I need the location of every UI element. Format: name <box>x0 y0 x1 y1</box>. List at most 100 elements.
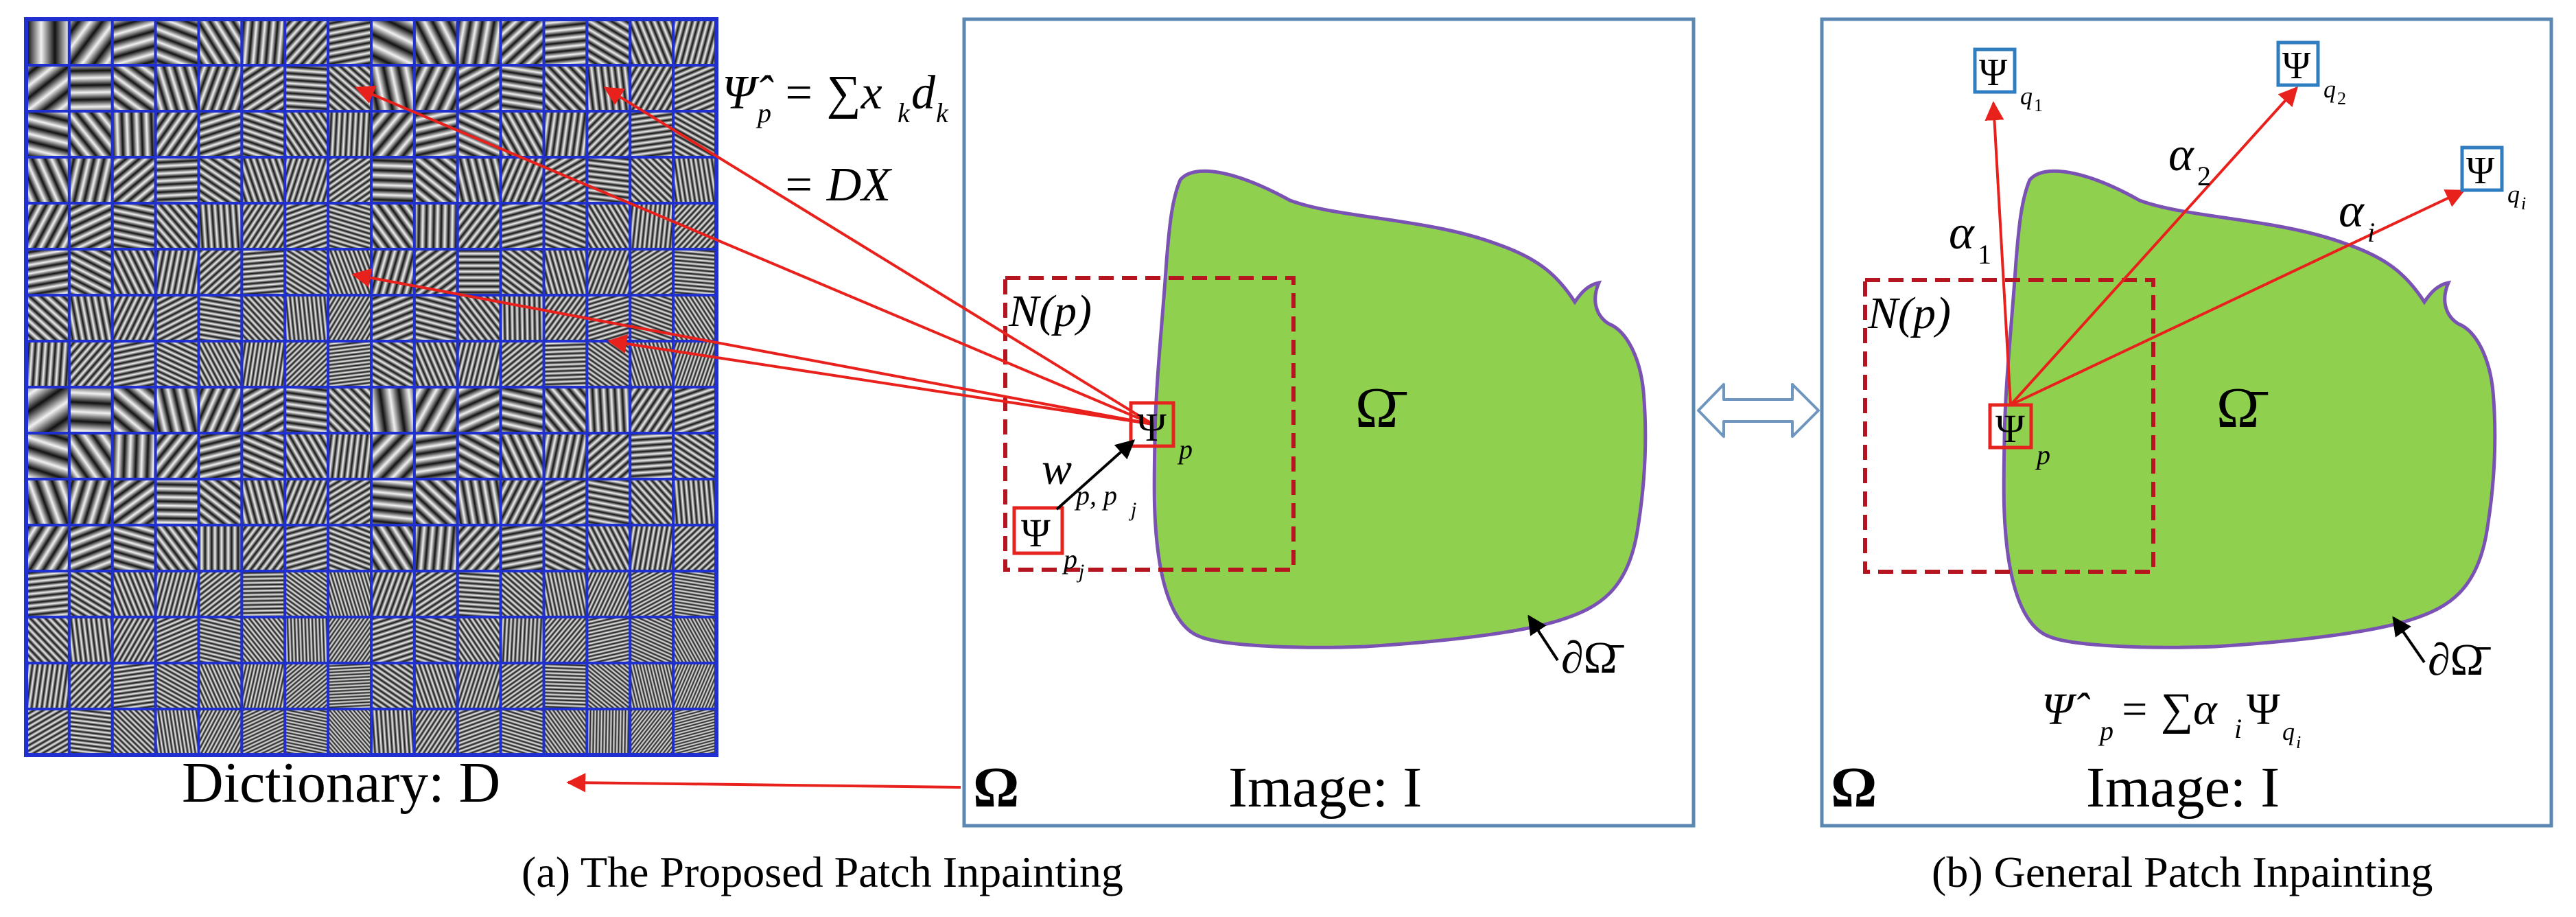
dictionary-atom <box>110 64 157 113</box>
dictionary-atom <box>672 156 718 205</box>
dictionary-atom <box>542 432 589 480</box>
dictionary-atom <box>197 202 244 251</box>
target-q2-sub: q <box>2323 76 2336 103</box>
panel-b-boundary-label: ∂Ω̄ <box>2428 635 2492 685</box>
target-q1-box <box>1973 47 2017 94</box>
dictionary-atom <box>370 202 416 251</box>
panel-a-weight-arrow <box>1055 439 1136 511</box>
dictionary-atom <box>67 524 114 572</box>
alpha-1-sub: 1 <box>1978 239 1991 270</box>
dictionary-atom <box>672 340 718 388</box>
dictionary-atom <box>67 616 114 664</box>
dictionary-atom <box>629 708 675 756</box>
dictionary-atom <box>197 616 244 664</box>
dictionary-atom <box>67 248 114 297</box>
dictionary-atom <box>67 478 114 526</box>
panel-b-formula-lhs: Ψ̂ <box>2041 684 2090 734</box>
panel-a-neighborhood <box>1003 276 1296 572</box>
dictionary-atom <box>412 708 459 756</box>
dictionary-atom <box>370 110 416 159</box>
dictionary-atom <box>110 662 157 710</box>
dictionary-atom <box>240 662 287 710</box>
dictionary-atom <box>585 248 632 297</box>
dictionary-atom <box>154 64 200 113</box>
panel-a-dictionary-arrows <box>351 85 1154 426</box>
dictionary-frame <box>24 17 718 757</box>
dictionary-atom <box>197 478 244 526</box>
dictionary-atom <box>327 156 373 205</box>
dictionary-atom <box>499 524 546 572</box>
dictionary-atom <box>67 708 114 756</box>
dictionary-atom <box>585 432 632 480</box>
dictionary-atom <box>25 340 71 388</box>
dictionary-atom <box>585 478 632 526</box>
panel-b-boundary-arrow <box>2392 616 2426 664</box>
panel-b-neighborhood <box>1863 278 2155 574</box>
dictionary-atom <box>240 18 287 67</box>
dictionary-atom <box>672 248 718 297</box>
dictionary-atom <box>585 662 632 710</box>
dictionary-atom <box>327 386 373 434</box>
dictionary-atom <box>154 662 200 710</box>
dictionary-atom <box>499 340 546 388</box>
panel-a-weight-symbol: w <box>1042 444 1072 494</box>
arrow-to-atom-2 <box>603 86 1154 426</box>
dictionary-atom <box>67 294 114 343</box>
dictionary-atom <box>456 248 502 297</box>
dictionary-atom <box>110 524 157 572</box>
dictionary-atom <box>456 662 502 710</box>
dictionary-atom <box>629 478 675 526</box>
dictionary-atom <box>283 110 330 159</box>
dictionary-atom <box>67 386 114 434</box>
target-q1-sub: q <box>2020 82 2033 110</box>
dictionary-atom <box>154 202 200 251</box>
dictionary-atom <box>327 202 373 251</box>
dictionary-atom <box>197 294 244 343</box>
dictionary-atom <box>412 662 459 710</box>
dictionary-atom <box>154 340 200 388</box>
dictionary-atom <box>542 616 589 664</box>
panel-a-image-label: Image: I <box>1228 756 1422 820</box>
dictionary-atom <box>240 708 287 756</box>
panel-a-weight-subsub: j <box>1128 498 1136 521</box>
dictionary-atom <box>585 202 632 251</box>
dictionary-atom <box>110 432 157 480</box>
dictionary-atom <box>585 524 632 572</box>
dictionary-atom <box>456 478 502 526</box>
panel-a-neighborhood-label: N(p) <box>1008 286 1092 336</box>
panel-b-target-arrows <box>1984 86 2466 406</box>
target-qi-sub: q <box>2507 181 2520 208</box>
dictionary-atom <box>370 570 416 618</box>
panel-b-caption: (b) General Patch Inpainting <box>1932 848 2433 896</box>
dictionary-atom <box>585 340 632 388</box>
dictionary-atom <box>240 248 287 297</box>
panel-b-frame <box>1820 17 2553 828</box>
dictionary-atom <box>327 524 373 572</box>
dictionary-atom <box>25 478 71 526</box>
dictionary-atom <box>629 432 675 480</box>
dictionary-atom <box>542 64 589 113</box>
dictionary-atom <box>67 202 114 251</box>
dictionary-atom <box>412 18 459 67</box>
dictionary-atom <box>585 386 632 434</box>
dictionary-atom <box>240 202 287 251</box>
panel-a-formula-rhs: = ∑x <box>782 67 882 119</box>
dictionary-atom <box>283 662 330 710</box>
dictionary-atom <box>585 18 632 67</box>
dictionary-atom <box>110 294 157 343</box>
dictionary-atom <box>67 64 114 113</box>
dictionary-atom <box>110 110 157 159</box>
dictionary-atom <box>283 202 330 251</box>
dictionary-grid <box>24 17 718 757</box>
dictionary-atom <box>370 156 416 205</box>
dictionary-atom <box>283 570 330 618</box>
dictionary-atom <box>672 294 718 343</box>
dictionary-atom <box>67 156 114 205</box>
dictionary-atom <box>327 248 373 297</box>
dictionary-atom <box>240 616 287 664</box>
dictionary-atom <box>25 524 71 572</box>
dictionary-atom <box>499 570 546 618</box>
dictionary-atom <box>585 708 632 756</box>
dictionary-atom <box>629 18 675 67</box>
dictionary-atom <box>370 294 416 343</box>
